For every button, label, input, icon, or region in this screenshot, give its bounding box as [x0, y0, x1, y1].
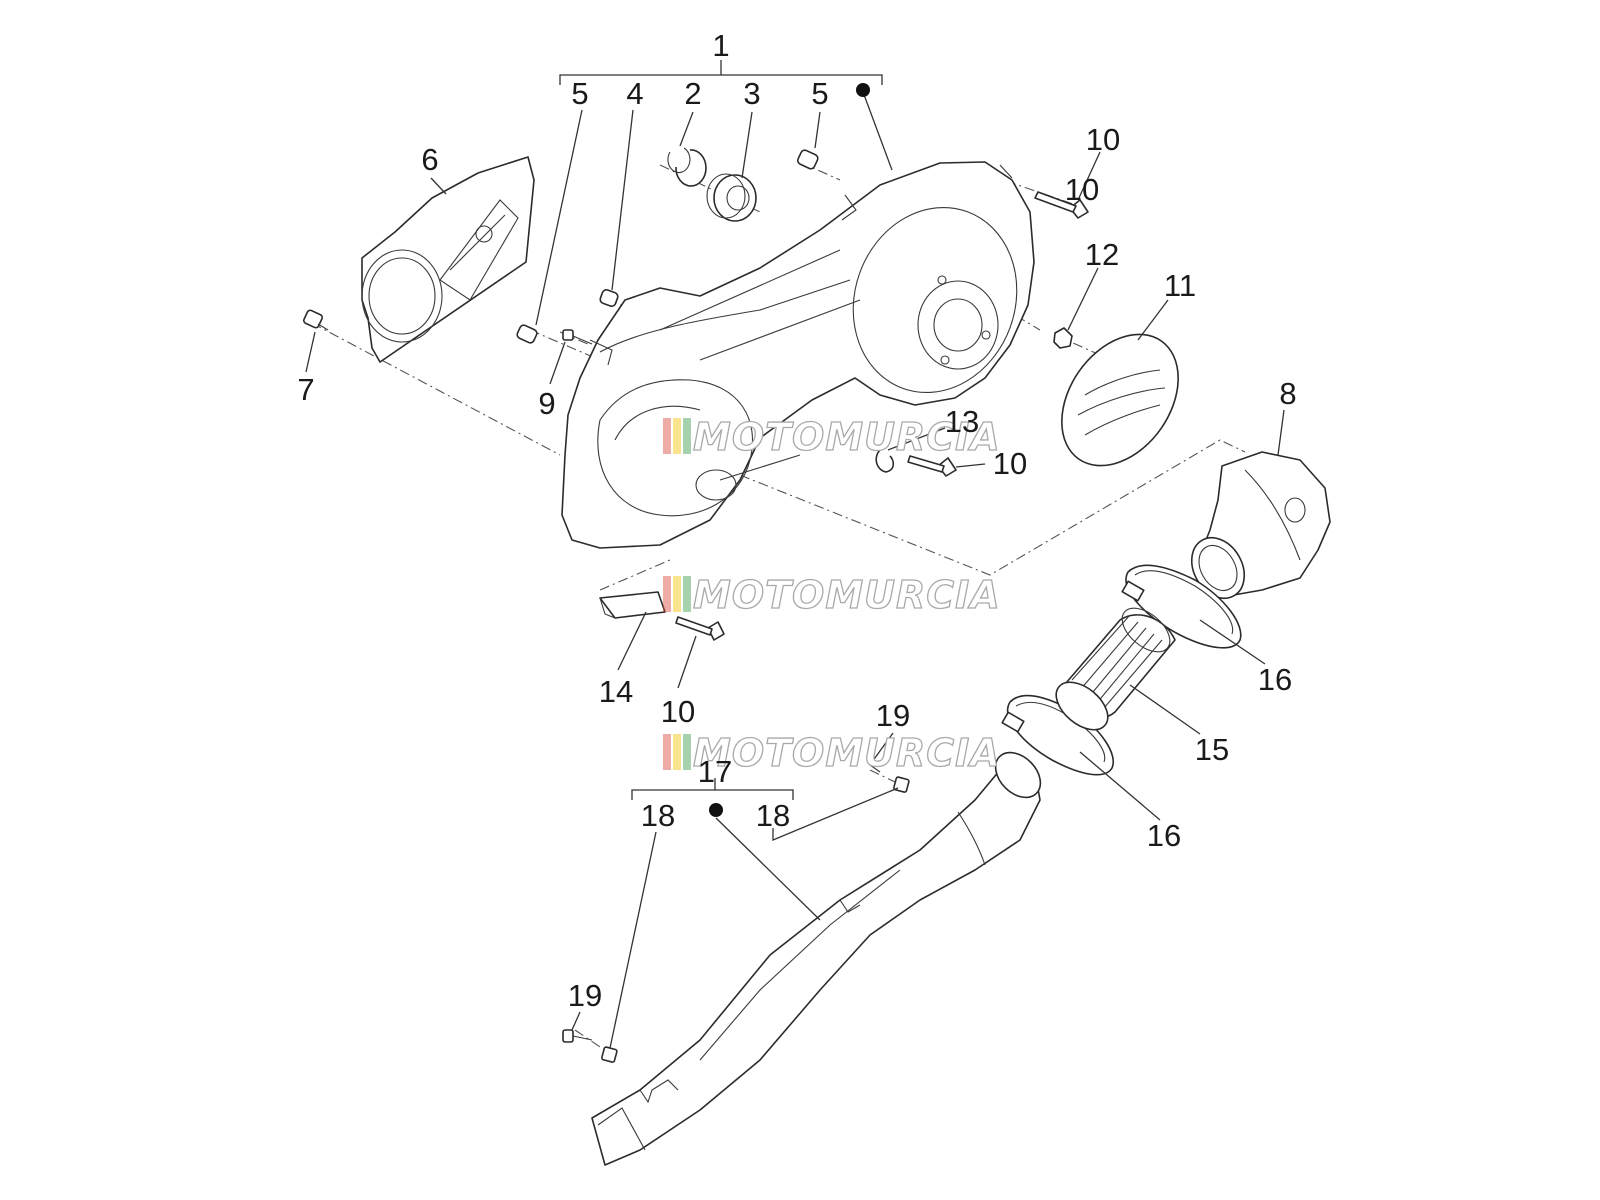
nut-18-upper — [893, 776, 910, 793]
callout-label: 16 — [1258, 662, 1292, 697]
callout-label: 8 — [1279, 376, 1296, 411]
screw-19-lower — [562, 1029, 593, 1043]
air-duct-17 — [591, 751, 1042, 1166]
callout-label: 4 — [626, 76, 643, 111]
circlip-2 — [667, 147, 707, 187]
watermark-text: MOTOMURCIA — [693, 415, 1001, 459]
callout-labels: 1 2 3 4 5 5 6 7 8 9 10 10 10 10 11 12 13… — [297, 28, 1296, 1013]
callout-label: 15 — [1195, 732, 1229, 767]
watermark-1: MOTOMURCIA — [663, 414, 1001, 460]
callout-label: 3 — [743, 76, 760, 111]
watermark-2: MOTOMURCIA — [663, 572, 1001, 618]
cap-11 — [1061, 333, 1179, 467]
screw-19-upper — [869, 764, 881, 773]
callout-label: 10 — [1086, 122, 1120, 157]
callout-label: 18 — [756, 798, 790, 833]
watermark-3: MOTOMURCIA — [663, 730, 1001, 776]
bolt-10-mid — [907, 455, 957, 477]
callout-label: 19 — [876, 698, 910, 733]
callout-label: 9 — [538, 386, 555, 421]
callout-label: 17 — [698, 754, 732, 789]
callout-dot-1 — [856, 83, 870, 97]
callout-label: 18 — [641, 798, 675, 833]
bellows-15 — [1055, 607, 1176, 731]
screw-9 — [562, 329, 593, 345]
callout-dot-17 — [709, 803, 723, 817]
crankcase-cover — [561, 161, 1035, 549]
callout-label: 6 — [421, 142, 438, 177]
bush-4 — [599, 289, 619, 307]
callout-label: 10 — [993, 446, 1027, 481]
bolt-10-low — [675, 616, 725, 641]
leader-lines — [305, 60, 1285, 1049]
callout-label: 12 — [1085, 237, 1119, 272]
bush-5-left — [516, 324, 538, 344]
nut-18-lower — [601, 1046, 618, 1063]
bearing-3 — [706, 173, 757, 222]
clip-13 — [875, 447, 895, 473]
callout-label: 5 — [571, 76, 588, 111]
callout-label: 5 — [811, 76, 828, 111]
watermark-text: MOTOMURCIA — [693, 573, 1001, 617]
gasket-plate — [361, 156, 535, 363]
callout-label: 10 — [661, 694, 695, 729]
clamp-16-upper — [1121, 564, 1242, 649]
nut-12 — [1053, 327, 1073, 349]
intake-elbow-8 — [1190, 451, 1331, 599]
callout-label: 10 — [1065, 172, 1099, 207]
bush-5-right — [796, 149, 819, 170]
screw-7 — [302, 309, 329, 331]
callout-label: 1 — [712, 28, 729, 63]
callout-label: 19 — [568, 978, 602, 1013]
bolt-10-top — [1034, 191, 1089, 219]
callout-label: 16 — [1147, 818, 1181, 853]
callout-label: 11 — [1164, 268, 1196, 303]
bracket-14 — [599, 591, 666, 619]
watermark-text: MOTOMURCIA — [693, 731, 1001, 775]
callout-label: 14 — [599, 674, 633, 709]
callout-label: 2 — [684, 76, 701, 111]
callout-label: 7 — [297, 372, 314, 407]
callout-label: 13 — [945, 404, 979, 439]
